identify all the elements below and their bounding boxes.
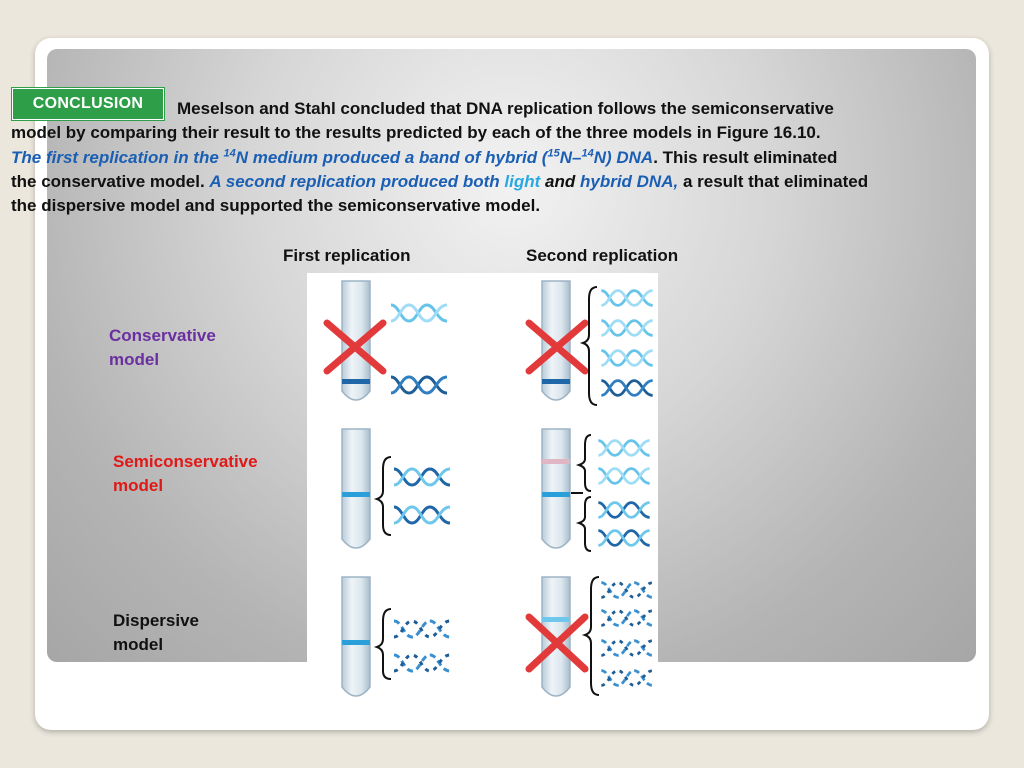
- dispersive-first-helix-2: [392, 653, 452, 673]
- conservative-second-bracket: [579, 286, 598, 406]
- replication-diagram: [307, 273, 658, 705]
- semiconservative-second-bracket-hybrid: [575, 496, 592, 552]
- semiconservative-first-tube: [341, 428, 371, 549]
- conservative-second-x-mark: [525, 319, 589, 375]
- semiconservative-second-helix-light-2: [596, 467, 652, 485]
- text-p5: a result that eliminated: [678, 171, 869, 191]
- dispersive-second-tube: [541, 576, 571, 697]
- text-p1: Meselson and Stahl concluded that DNA re…: [177, 99, 834, 118]
- dispersive-second-x-mark: [525, 613, 589, 673]
- semiconservative-second-helix-hybrid-2: [596, 529, 652, 547]
- text-first-replication: The first replication in the 14N medium …: [11, 146, 654, 167]
- dispersive-second-helix-1: [599, 581, 655, 599]
- conclusion-badge: CONCLUSION: [12, 88, 164, 120]
- text-and: and: [540, 171, 580, 191]
- dispersive-first-tube: [341, 576, 371, 697]
- dispersive-second-helix-3: [599, 639, 655, 657]
- conservative-second-helix-heavy: [599, 379, 655, 397]
- conservative-first-x-mark: [323, 319, 387, 375]
- text-p6: the dispersive model and supported the s…: [11, 196, 541, 216]
- semiconservative-second-tube: [541, 428, 571, 549]
- conservative-second-tube: [541, 280, 571, 401]
- text-p4: the conservative model.: [11, 171, 210, 191]
- dispersive-second-helix-4: [599, 669, 655, 687]
- conservative-second-helix-light-3: [599, 349, 655, 367]
- text-p2: model by comparing their result to the r…: [11, 123, 821, 143]
- dispersive-second-helix-2: [599, 609, 655, 627]
- text-hybrid-dna: hybrid DNA,: [579, 171, 679, 191]
- text-second-replication: A second replication produced both: [209, 171, 505, 191]
- second-replication-heading: Second replication: [526, 246, 679, 265]
- semiconservative-second-helix-light-1: [596, 439, 652, 457]
- text-p3: . This result eliminated: [653, 147, 838, 167]
- conservative-first-helix-heavy: [389, 375, 449, 395]
- conservative-first-tube: [341, 280, 371, 401]
- dispersive-first-helix-1: [392, 619, 452, 639]
- text-light: light: [504, 171, 541, 191]
- dispersive-first-bracket: [373, 608, 392, 680]
- semiconservative-first-helix-1: [392, 467, 452, 487]
- dispersive-second-bracket: [581, 576, 600, 696]
- conservative-first-helix-light: [389, 303, 449, 323]
- semiconservative-second-helix-hybrid-1: [596, 501, 652, 519]
- semiconservative-first-bracket: [373, 456, 392, 536]
- first-replication-heading: First replication: [283, 246, 411, 265]
- conclusion-text: Meselson and Stahl concluded that DNA re…: [11, 97, 1019, 218]
- conservative-second-helix-light-1: [599, 289, 655, 307]
- conservative-second-helix-light-2: [599, 319, 655, 337]
- semiconservative-second-bracket-light: [575, 434, 592, 492]
- semiconservative-first-helix-2: [392, 505, 452, 525]
